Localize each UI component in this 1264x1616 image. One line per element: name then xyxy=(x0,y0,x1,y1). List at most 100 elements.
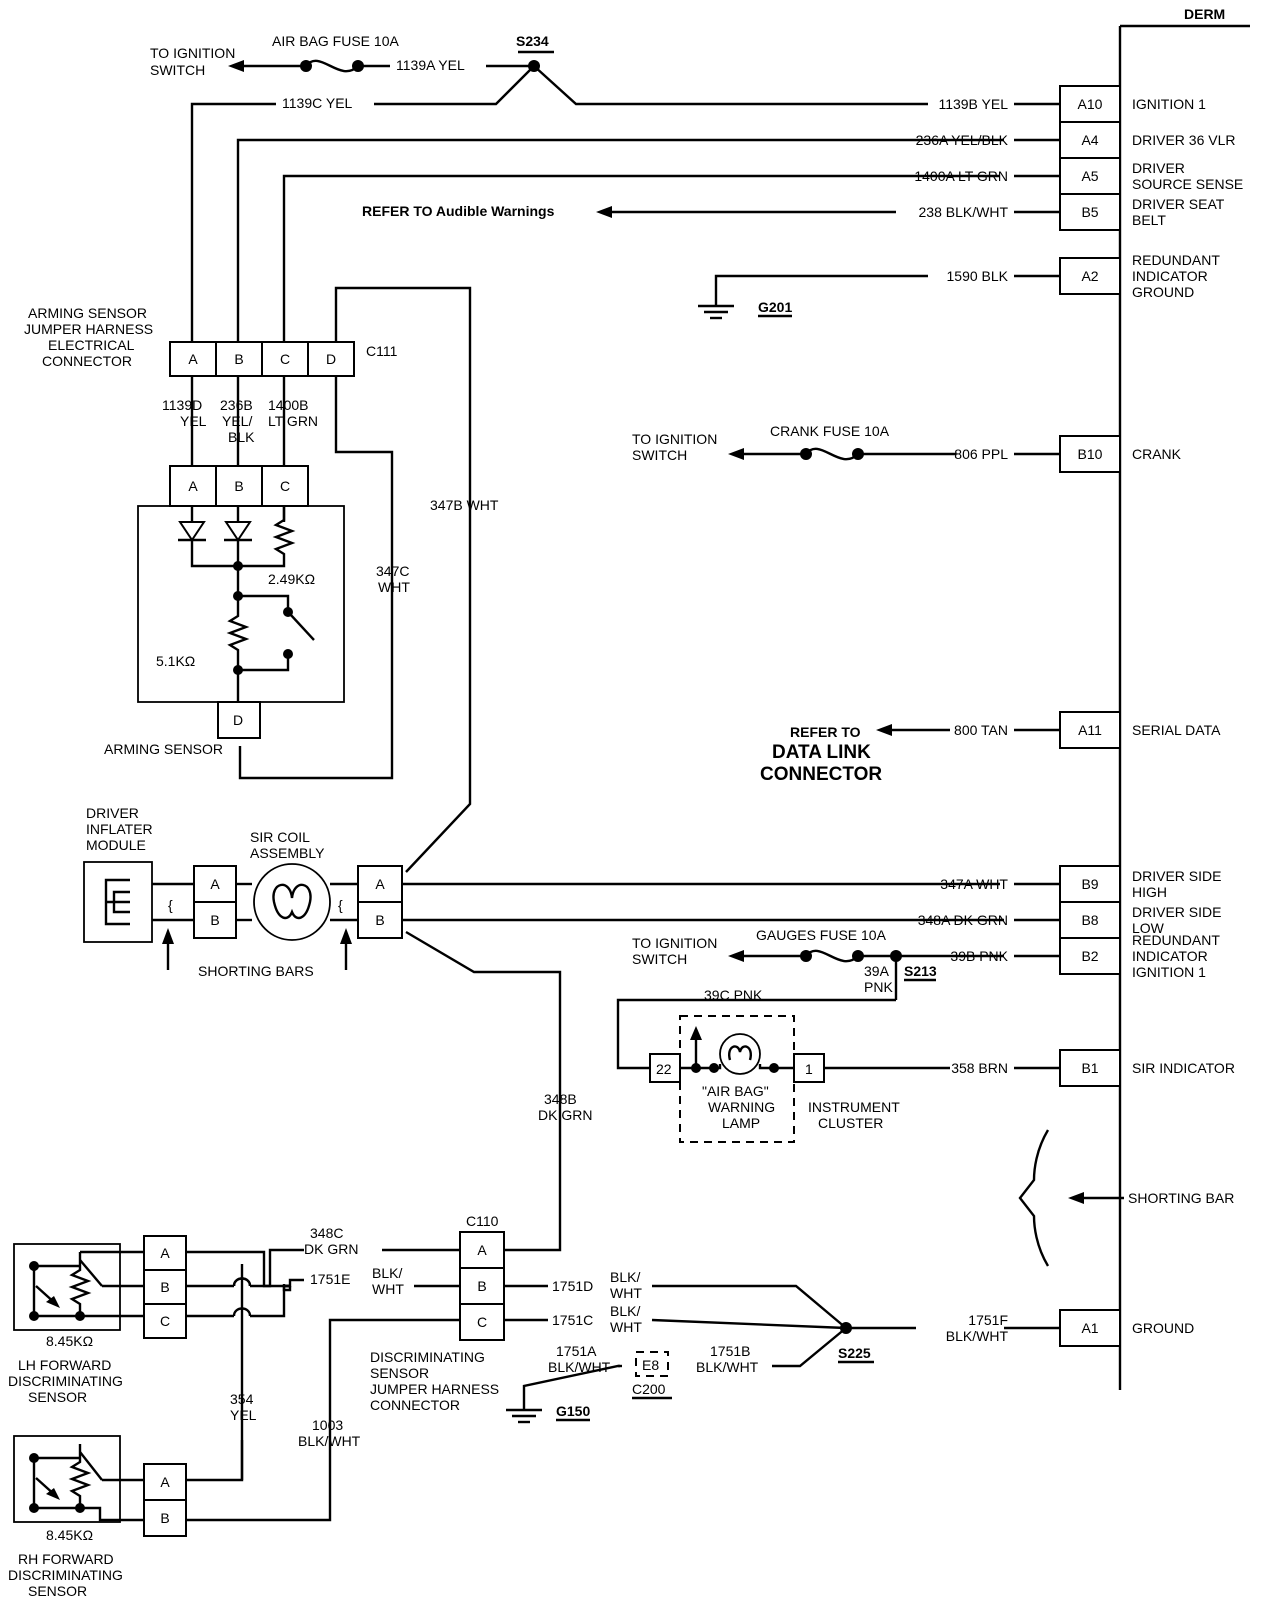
derm-wire-a1: 1751F xyxy=(968,1312,1008,1328)
coil-pin-b-label: B xyxy=(375,912,384,928)
connector-c110: ABC xyxy=(459,1231,505,1341)
disc-harness-label-4: CONNECTOR xyxy=(370,1397,460,1413)
derm-func-b2: IGNITION 1 xyxy=(1132,964,1206,980)
svg-text:{: { xyxy=(338,897,343,913)
derm-func-b5: BELT xyxy=(1132,212,1166,228)
arming-pin-d-label: D xyxy=(233,712,243,728)
shorting-bars-label: SHORTING BARS xyxy=(198,963,314,979)
c110-pin-c xyxy=(459,1303,505,1341)
splice-s234-label: S234 xyxy=(516,33,549,49)
rh-pin-a-label: A xyxy=(160,1474,170,1490)
wire-1751b-1: 1751B xyxy=(710,1343,750,1359)
ground-g201: G201 xyxy=(758,299,792,315)
derm-pin-b8-label: B8 xyxy=(1081,912,1098,928)
wire-1751d-color-2: WHT xyxy=(610,1285,642,1301)
disc-harness-label-3: JUMPER HARNESS xyxy=(370,1381,499,1397)
cluster-label-1: INSTRUMENT xyxy=(808,1099,900,1115)
lh-label-1: LH FORWARD xyxy=(18,1357,111,1373)
derm-func-a2: REDUNDANT xyxy=(1132,252,1220,268)
derm-pin-a4-label: A4 xyxy=(1081,132,1098,148)
derm-func-b9: HIGH xyxy=(1132,884,1167,900)
wire-1751c-color-2: WHT xyxy=(610,1319,642,1335)
rh-pin-b xyxy=(143,1499,187,1537)
derm-func-a5: SOURCE SENSE xyxy=(1132,176,1243,192)
connector-e8-label: E8 xyxy=(642,1357,659,1373)
wire-236b-3: BLK xyxy=(228,429,255,445)
gauges-to-ignition-2: SWITCH xyxy=(632,951,687,967)
derm-pin-b1-label: B1 xyxy=(1081,1060,1098,1076)
derm-func-a10: IGNITION 1 xyxy=(1132,96,1206,112)
disc-harness-label-2: SENSOR xyxy=(370,1365,429,1381)
wire-1400b-1: 1400B xyxy=(268,397,308,413)
derm-pin-a11-label: A11 xyxy=(1078,722,1102,738)
coil-connector: AB xyxy=(357,865,403,939)
wire-1139d-2: YEL xyxy=(180,413,207,429)
wire-1751c: 1751C xyxy=(552,1312,593,1328)
airbag-fuse xyxy=(305,59,359,73)
inflater-pin-a xyxy=(193,865,237,903)
derm-func-b5: DRIVER SEAT xyxy=(1132,196,1225,212)
derm-func-b2: REDUNDANT xyxy=(1132,932,1220,948)
wire-348c-2: DK GRN xyxy=(304,1241,358,1257)
dlc-label-2: CONNECTOR xyxy=(760,764,882,785)
rh-pin-b-label: B xyxy=(160,1510,169,1526)
wire-354-2: YEL xyxy=(230,1407,257,1423)
c111-pin-d-label: D xyxy=(326,351,336,367)
lh-pin-c xyxy=(143,1303,187,1339)
derm-func-a2: GROUND xyxy=(1132,284,1194,300)
derm-pin-a1-label: A1 xyxy=(1081,1320,1098,1336)
rh-pin-a xyxy=(143,1463,187,1501)
coil-pin-b xyxy=(357,901,403,939)
derm-pin-b2-label: B2 xyxy=(1081,948,1098,964)
gauges-fuse xyxy=(805,949,859,963)
inflater-pin-b xyxy=(193,901,237,939)
derm-pin-b2 xyxy=(1059,937,1121,975)
splice-s213-label: S213 xyxy=(904,963,937,979)
sensor-pin-c xyxy=(261,465,309,507)
derm-pin-a5-label: A5 xyxy=(1081,168,1098,184)
derm-pin-a10-label: A10 xyxy=(1078,96,1103,112)
lh-label-3: SENSOR xyxy=(28,1389,87,1405)
warning-lamp-bulb xyxy=(719,1033,761,1075)
wire-39c: 39C PNK xyxy=(704,987,763,1003)
derm-pin-a4 xyxy=(1059,121,1121,159)
lamp-label-2: WARNING xyxy=(708,1099,775,1115)
arming-harness-label-4: CONNECTOR xyxy=(42,353,132,369)
inflater-module xyxy=(83,861,153,943)
derm-wire-a11: 800 TAN xyxy=(954,722,1008,738)
lh-sensor-connector: ABC xyxy=(143,1235,187,1339)
sensor-pin-a-label: A xyxy=(188,478,198,494)
derm-wire-b5: 238 BLK/WHT xyxy=(919,204,1009,220)
refer-to-dlc: REFER TO xyxy=(790,724,861,740)
rh-sensor-connector: AB xyxy=(143,1463,187,1537)
derm-func-b8: LOW xyxy=(1132,920,1165,936)
coil-label-1: SIR COIL xyxy=(250,829,310,845)
arming-harness-label-3: ELECTRICAL xyxy=(48,337,135,353)
c110-pin-b-label: B xyxy=(477,1278,486,1294)
inflater-label-3: MODULE xyxy=(86,837,146,853)
inflater-pin-b-label: B xyxy=(210,912,219,928)
wire-39a-2: PNK xyxy=(864,979,893,995)
gauges-fuse-label: GAUGES FUSE 10A xyxy=(756,927,887,943)
coil-label-2: ASSEMBLY xyxy=(250,845,325,861)
wire-1751b-2: BLK/WHT xyxy=(696,1359,759,1375)
derm-pin-b9-label: B9 xyxy=(1081,876,1098,892)
connector-c200-label: C200 xyxy=(632,1381,666,1397)
resistor-2-49k-label: 2.49KΩ xyxy=(268,571,315,587)
wire-236b-2: YEL/ xyxy=(222,413,252,429)
derm-wire-a2: 1590 BLK xyxy=(947,268,1009,284)
cluster-pin-22-label: 22 xyxy=(656,1061,672,1077)
derm-title: DERM xyxy=(1184,6,1225,22)
wire-1751e-color-1: BLK/ xyxy=(372,1265,402,1281)
crank-to-ignition-1: TO IGNITION xyxy=(632,431,717,447)
connector-c110-label: C110 xyxy=(466,1213,499,1229)
rh-label-2: DISCRIMINATING xyxy=(8,1567,123,1583)
wire-1751e: 1751E xyxy=(310,1271,350,1287)
derm-wire-a1: BLK/WHT xyxy=(946,1328,1009,1344)
derm-func-a11: SERIAL DATA xyxy=(1132,722,1221,738)
lh-resistor xyxy=(68,1252,92,1316)
svg-text:{: { xyxy=(168,897,173,913)
derm-func-a5: DRIVER xyxy=(1132,160,1185,176)
ground-g150: G150 xyxy=(556,1403,590,1419)
